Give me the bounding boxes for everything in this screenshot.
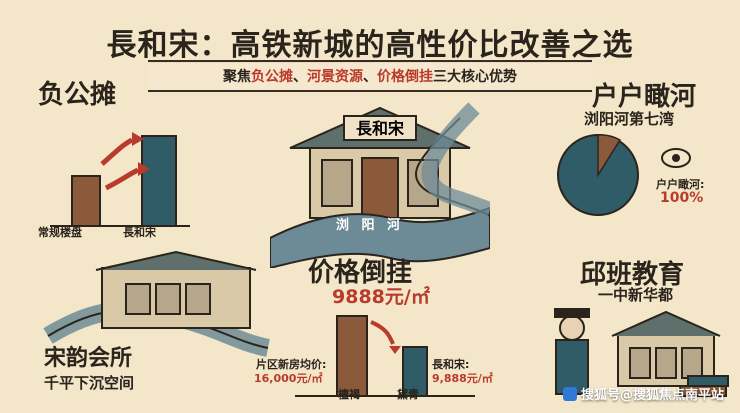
banner-text: 聚焦负公摊、河景资源、价格倒挂三大核心优势 [223,66,517,86]
subtitle-banner: 聚焦负公摊、河景资源、价格倒挂三大核心优势 [148,60,592,92]
right-price-value: 9,888元/㎡ [432,372,493,385]
banner-separator-1: 、 [293,69,307,85]
right-bottom-heading: 邱班教育 [580,260,685,290]
left-top-illustration [50,132,190,227]
sohu-logo-icon [562,387,577,401]
right-top-heading: 户户瞰河 [592,82,697,112]
left-price-value: 16,000元/㎡ [254,372,323,385]
bar-right-caption: 黛青 [397,388,419,401]
banner-separator-2: 、 [363,69,377,85]
middle-bottom-illustration [295,315,475,397]
education-illustration [554,308,729,397]
pie-label: 户户瞰河: [656,178,705,191]
pie-value: 100% [660,190,704,206]
changhe-price-bar [402,346,428,397]
right-price-label: 長和宋: [432,358,470,371]
watermark: 搜狐号@搜狐焦点南平站 [562,384,724,403]
right-bottom-subheading: 一中新华都 [598,286,674,304]
river-label: 浏 阳 河 [336,218,405,233]
left-top-heading: 负公摊 [38,80,117,110]
banner-prefix: 聚焦 [223,69,251,85]
left-bottom-heading: 宋韵会所 [44,346,133,371]
middle-bottom-heading: 价格倒挂 [308,258,413,288]
page-title: 長和宋：高铁新城的高性价比改善之选 [106,28,634,63]
banner-suffix: 三大核心优势 [433,69,517,85]
watermark-text: 搜狐号@搜狐焦点南平站 [580,388,724,403]
regular-building-bar [71,175,101,227]
left-top-label-a: 常规楼盘 [38,226,82,239]
right-top-subheading: 浏阳河第七湾 [584,110,675,128]
left-bottom-subheading: 千平下沉空间 [44,374,135,392]
banner-point-1: 负公摊 [251,69,293,85]
center-building-illustration: 長和宋 [270,102,490,268]
left-price-label: 片区新房均价: [256,358,327,371]
left-top-label-b: 長和宋 [123,226,156,239]
area-average-bar [336,315,368,397]
changhe-building-bar [141,135,177,227]
bar-left-caption: 檀褐 [338,388,360,401]
banner-point-3: 价格倒挂 [377,69,433,85]
building-sign: 長和宋 [356,119,405,138]
courtyard-illustration [43,250,270,357]
pie-wedge [597,134,622,178]
eye-icon [661,148,691,168]
banner-point-2: 河景资源 [307,69,363,85]
middle-bottom-price: 9888元/㎡ [332,286,430,308]
right-top-pie [557,134,691,216]
